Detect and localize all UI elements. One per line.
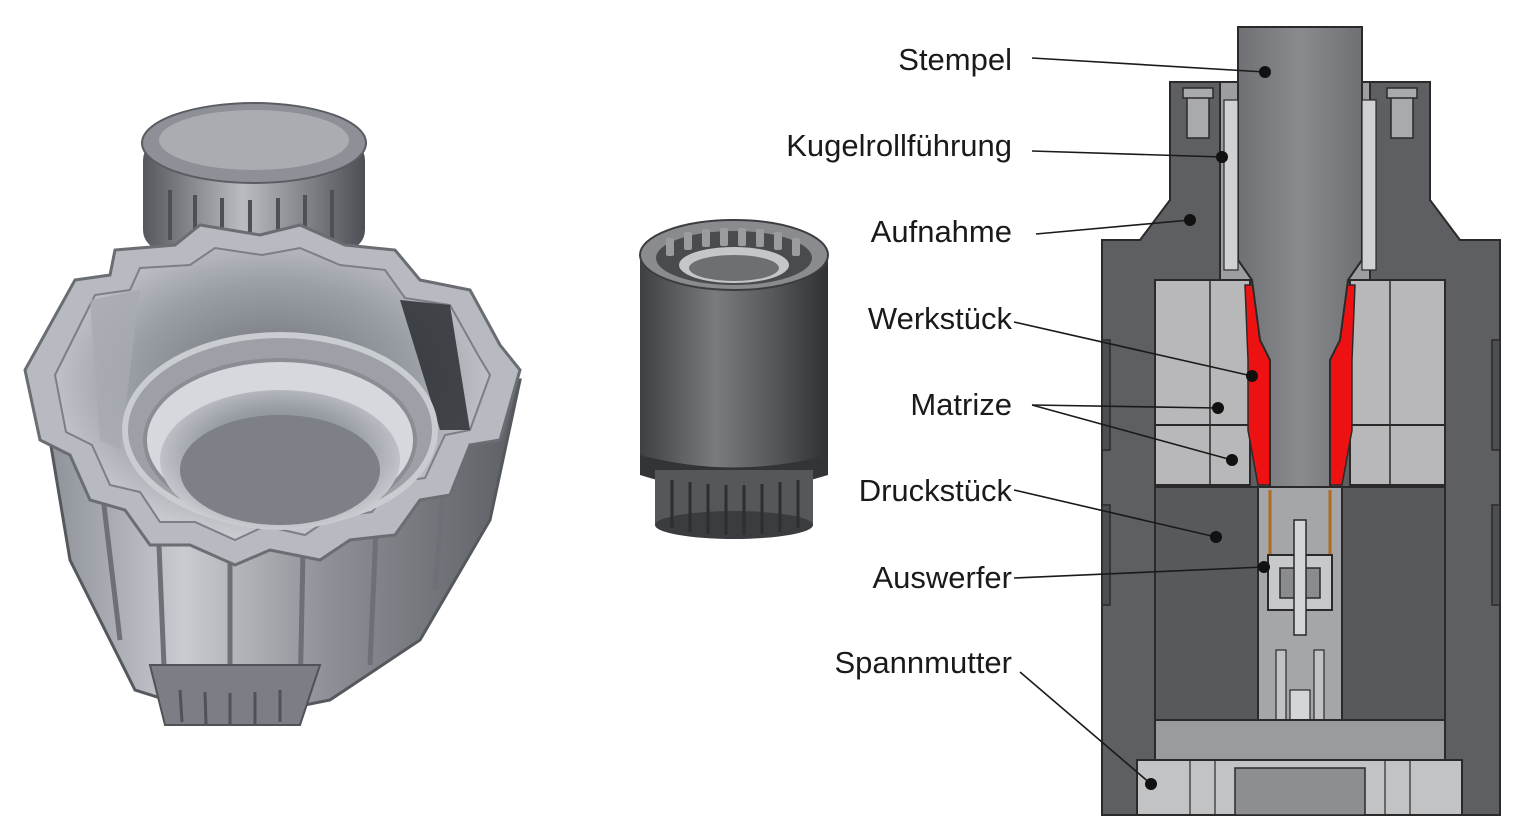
die-inserts-matrize: [1154, 279, 1446, 486]
label-matrize: Matrize: [910, 387, 1012, 422]
label-aufnahme: Aufnahme: [871, 214, 1012, 249]
label-kugelrollfuehrung: Kugelrollführung: [786, 128, 1012, 163]
label-werkstueck: Werkstück: [868, 301, 1013, 336]
leader-auswerfer: [1013, 566, 1265, 579]
leader-lines: [1013, 57, 1266, 785]
dot-spannmutter: [1145, 778, 1157, 790]
leader-spannmutter: [1019, 671, 1152, 785]
label-stempel: Stempel: [898, 42, 1012, 77]
leader-stempel: [1031, 57, 1266, 73]
dot-aufnahme: [1184, 214, 1196, 226]
leader-aufnahme: [1035, 219, 1191, 235]
dot-matrize-1: [1212, 402, 1224, 414]
small-bush-photo: [639, 219, 829, 539]
dot-werkstueck: [1246, 370, 1258, 382]
dot-stempel: [1259, 66, 1271, 78]
part-labels: Stempel Kugelrollführung Aufnahme Werkst…: [786, 42, 1012, 680]
ball-guide-kugelrollfuehrung: [1223, 99, 1377, 271]
dot-auswerfer: [1258, 561, 1270, 573]
leader-matrize-1: [1031, 404, 1219, 409]
label-auswerfer: Auswerfer: [872, 560, 1012, 595]
label-spannmutter: Spannmutter: [835, 645, 1013, 680]
cup-cap: [141, 102, 367, 250]
leader-druckstueck: [1013, 489, 1217, 538]
leader-kugelrollfuehrung: [1031, 150, 1223, 158]
leader-dots: [1145, 66, 1271, 790]
dot-matrize-2: [1226, 454, 1238, 466]
tool-cross-section: [1101, 26, 1501, 816]
top-screws: [1182, 87, 1418, 139]
leader-matrize-2: [1031, 404, 1233, 461]
dot-kugelrollfuehrung: [1216, 151, 1228, 163]
bush-splines: [666, 228, 800, 256]
label-druckstueck: Druckstück: [859, 473, 1013, 508]
dot-druckstueck: [1210, 531, 1222, 543]
leader-werkstueck: [1013, 321, 1253, 377]
clamping-nut-spannmutter: [1136, 759, 1463, 816]
large-cup-photo: [23, 102, 522, 726]
